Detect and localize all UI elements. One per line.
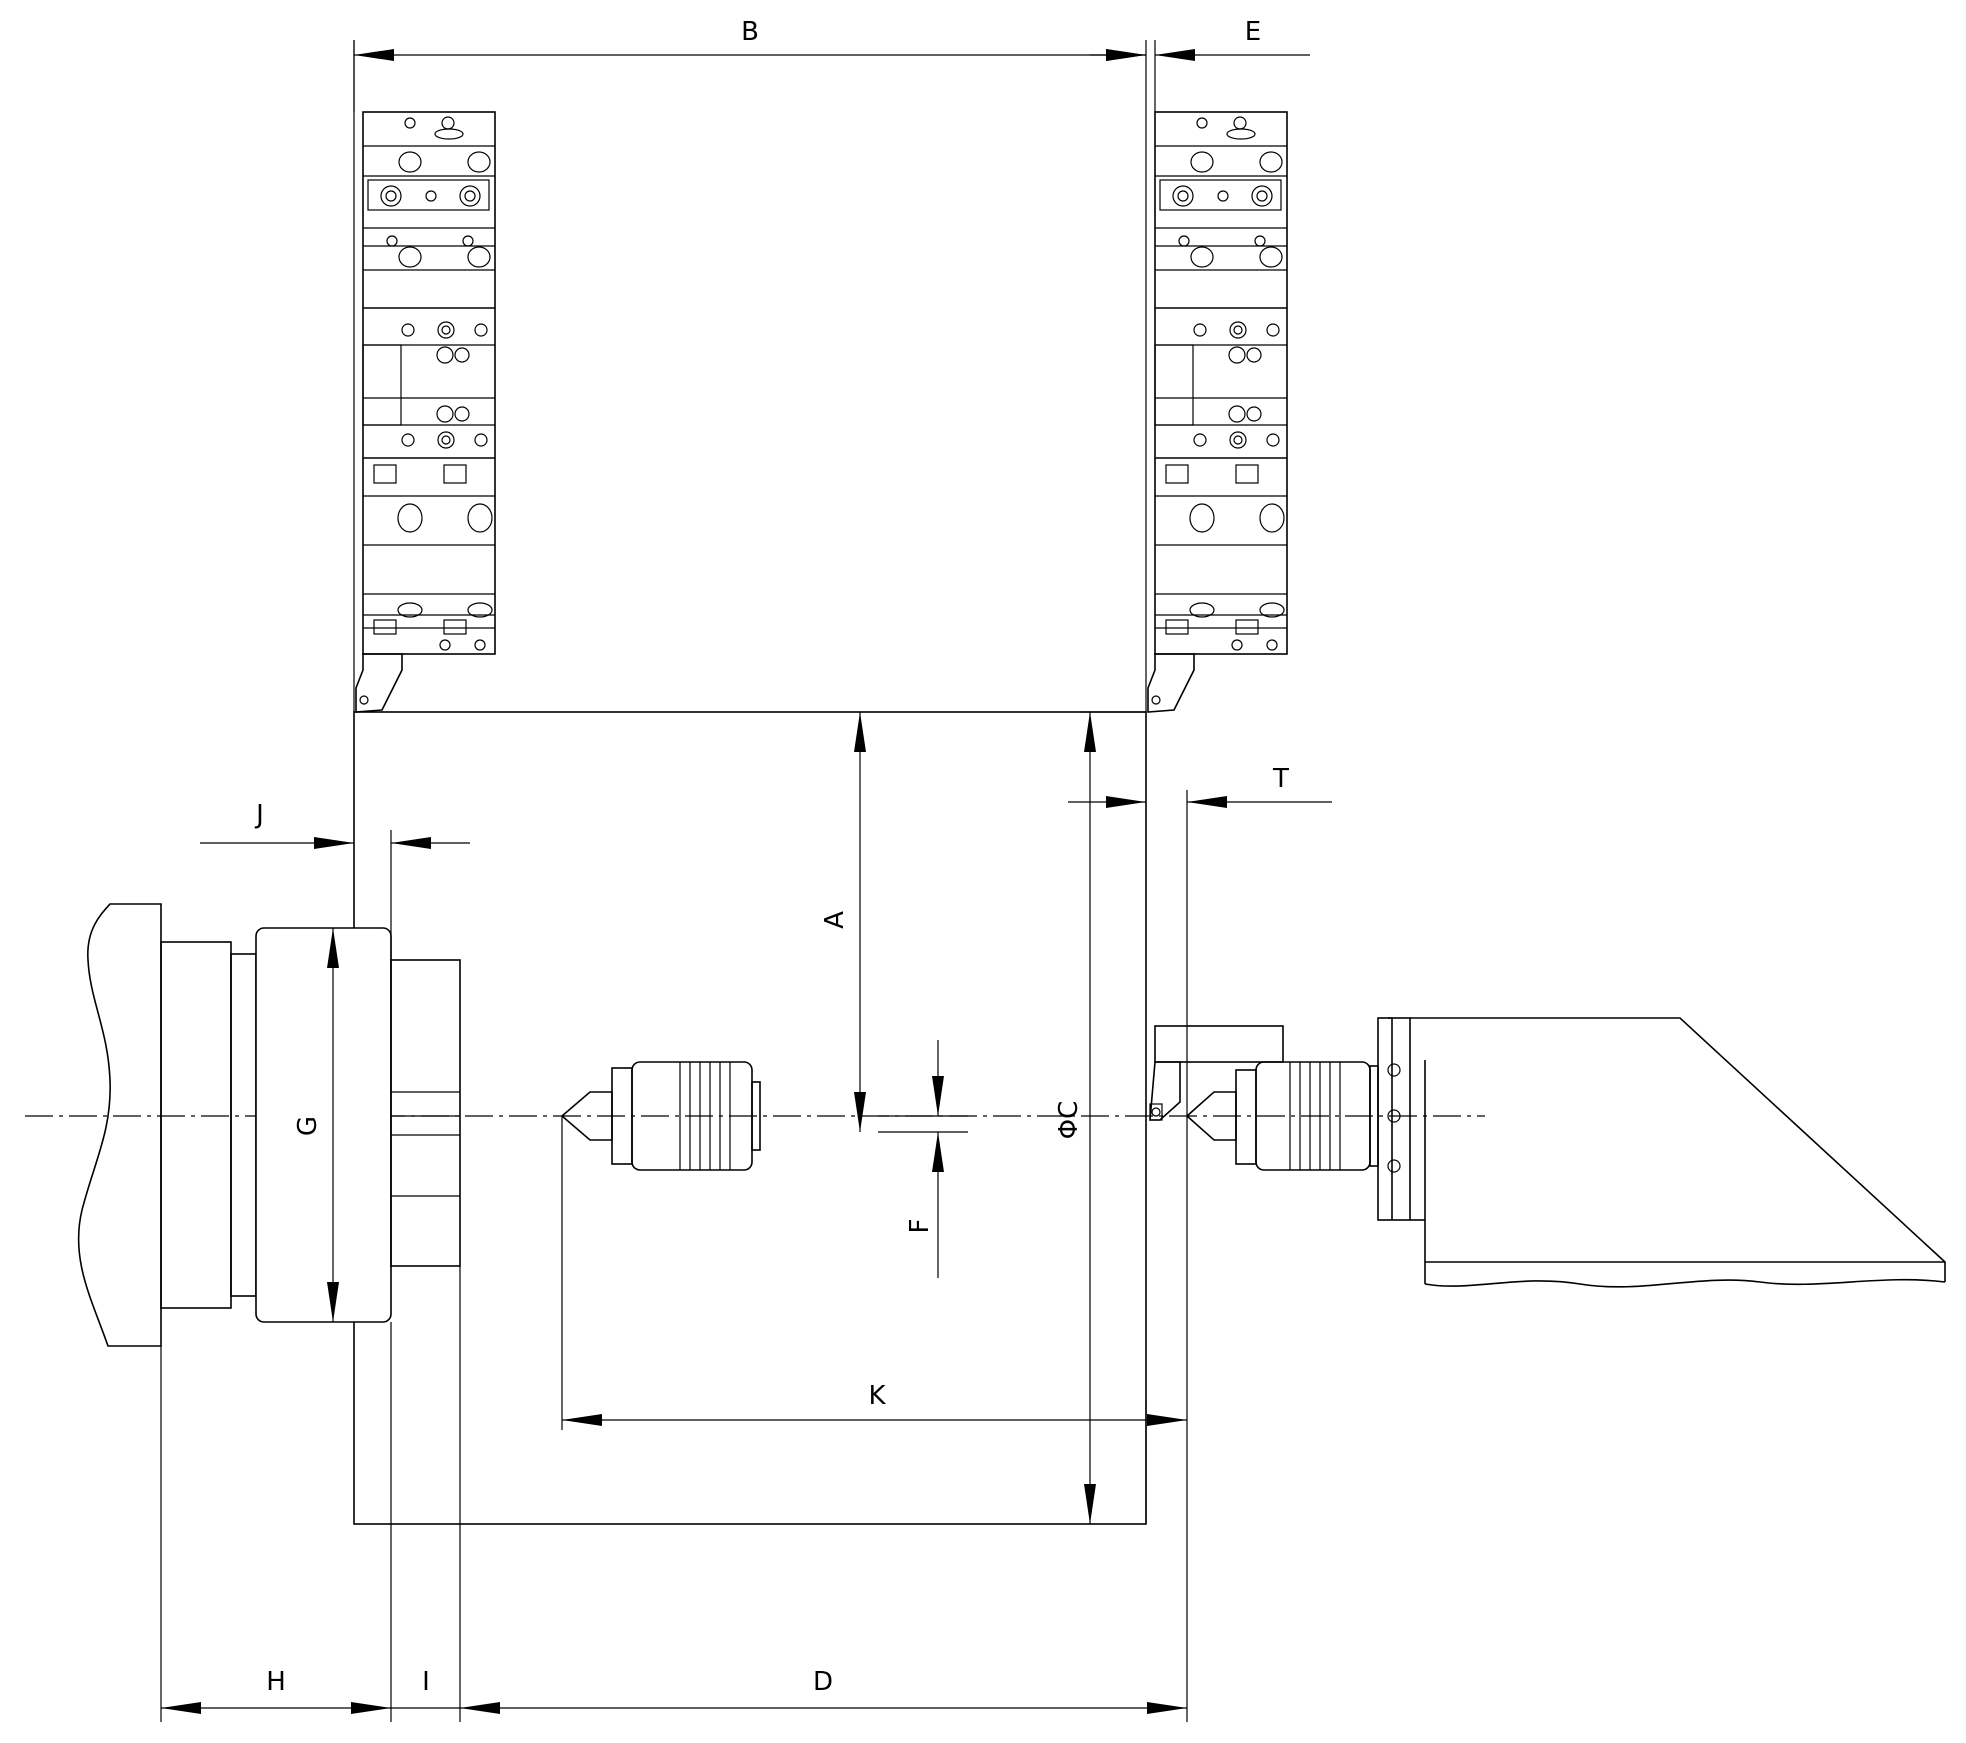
live-center-right bbox=[1185, 1061, 1379, 1171]
turret-tool-block-left bbox=[355, 111, 496, 713]
dimension-label-h: H bbox=[266, 1667, 286, 1697]
extension-lines bbox=[160, 40, 1188, 1722]
turret-tool-block-right bbox=[1147, 111, 1288, 713]
chuck bbox=[255, 927, 392, 1323]
dimension-label-i: I bbox=[422, 1667, 430, 1697]
dimension-label-g: G bbox=[293, 1116, 323, 1136]
live-center-left bbox=[560, 1061, 761, 1171]
working-envelope bbox=[353, 711, 1147, 1525]
dimension-label-c: ΦC bbox=[1054, 1101, 1084, 1140]
dimension-label-a: A bbox=[820, 911, 850, 929]
headstock bbox=[77, 903, 257, 1347]
tailstock-body bbox=[1377, 1017, 1946, 1288]
dimension-label-b: B bbox=[741, 17, 759, 47]
dimension-label-d: D bbox=[813, 1667, 833, 1697]
dimension-label-f: F bbox=[905, 1219, 935, 1234]
dimension-labels: B E T J A ΦC G F K H I D bbox=[254, 17, 1289, 1697]
dimension-label-j: J bbox=[254, 800, 264, 830]
dimension-label-k: K bbox=[868, 1381, 886, 1411]
tailstock-tool bbox=[1149, 1025, 1284, 1121]
dimension-label-t: T bbox=[1272, 764, 1289, 794]
chuck-jaw-plate bbox=[390, 959, 461, 1267]
dimension-label-e: E bbox=[1245, 17, 1261, 47]
dimension-lines bbox=[161, 48, 1332, 1714]
